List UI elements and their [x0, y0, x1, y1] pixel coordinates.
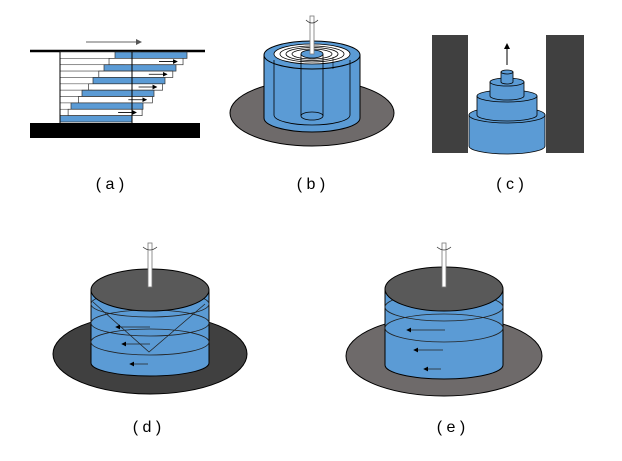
- stack-tier-3: [489, 81, 525, 101]
- panel-label-b: ( b ): [297, 176, 325, 193]
- panel-a: [30, 39, 205, 138]
- panel-e: [345, 242, 543, 397]
- layer-strip-blue: [59, 115, 133, 123]
- panel-d: [52, 242, 248, 395]
- drive-shaft: [309, 15, 315, 55]
- cone-profile: [92, 301, 206, 353]
- panel-c: [432, 35, 584, 155]
- rotation-icon: [305, 19, 319, 24]
- stack-tier-4-top: [500, 69, 514, 75]
- rotation-icon: [436, 246, 452, 251]
- layer-ring: [90, 328, 210, 356]
- panel-b: [229, 15, 395, 147]
- sheared-layers: [59, 51, 188, 123]
- layer-strip-blue: [114, 51, 188, 59]
- outer-cylinder-body: [263, 54, 361, 133]
- inner-rod-bottom: [300, 111, 324, 121]
- layer-strip-blue: [81, 89, 155, 97]
- panel-label-a: ( a ): [96, 176, 124, 193]
- bottom-base: [30, 123, 200, 138]
- layer-strip-blue: [103, 64, 177, 72]
- left-wall: [432, 35, 468, 153]
- drive-shaft: [147, 242, 153, 288]
- layer-strip-blue: [92, 77, 166, 85]
- panel-label-c: ( c ): [496, 176, 524, 193]
- panel-label-e: ( e ): [437, 419, 465, 436]
- inner-rod-cylinder: [300, 54, 324, 116]
- layer-left-segment: [59, 108, 70, 116]
- stack-tier-1: [468, 114, 546, 155]
- layer-ring: [384, 313, 504, 343]
- drive-shaft: [441, 242, 447, 288]
- inner-wall: [273, 60, 351, 126]
- fluid-cylinder: [384, 288, 504, 380]
- rotation-icon: [142, 246, 158, 251]
- right-wall: [546, 35, 584, 153]
- panel-label-d: ( d ): [133, 419, 161, 436]
- stack-tier-2: [476, 95, 538, 122]
- stack-tier-4: [500, 71, 514, 85]
